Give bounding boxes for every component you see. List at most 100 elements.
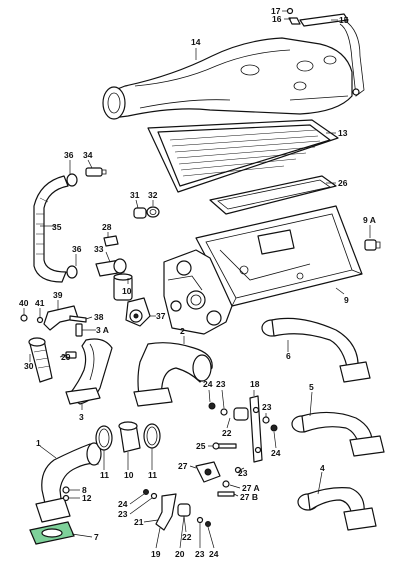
part-33-connector[interactable]: [95, 258, 127, 277]
callout-10-sleeve: 10: [124, 470, 134, 480]
part-39-bracket[interactable]: [43, 305, 79, 331]
part-3a-pin[interactable]: [75, 323, 83, 337]
callout-2: 2: [180, 326, 185, 336]
part-24-nut-lower-right[interactable]: [205, 521, 211, 527]
part-36-hose-clamp-lower[interactable]: [66, 265, 78, 279]
part-37-idle-valve[interactable]: [125, 297, 151, 327]
part-40-screw[interactable]: [20, 314, 28, 322]
part-23-washer-upper[interactable]: [220, 408, 228, 416]
callout-35: 35: [52, 222, 62, 232]
part-14-air-cleaner-upper-housing[interactable]: [102, 37, 353, 120]
part-24-nut-upper[interactable]: [208, 402, 216, 410]
part-6-intake-tube[interactable]: [261, 317, 371, 383]
part-9a-sensor[interactable]: [364, 239, 381, 251]
part-35-breather-hose[interactable]: [33, 175, 69, 283]
part-22-rubber-mount-lower[interactable]: [177, 503, 191, 517]
part-23-washer-lower-left[interactable]: [150, 492, 158, 500]
callout-41: 41: [35, 298, 45, 308]
part-13-filter-element[interactable]: [147, 119, 339, 193]
callout-1: 1: [36, 438, 41, 448]
callout-16: 16: [272, 14, 282, 24]
part-26-gasket[interactable]: [209, 175, 337, 215]
callout-29: 29: [61, 352, 71, 362]
callout-9a: 9 A: [363, 215, 376, 225]
part-11-hose-clamp-right[interactable]: [143, 423, 161, 449]
part-22-rubber-mount-upper[interactable]: [233, 407, 249, 421]
part-9-air-cleaner-lower-housing[interactable]: [195, 205, 363, 307]
callout-34: 34: [83, 150, 93, 160]
callout-6: 6: [286, 351, 291, 361]
part-8-screw[interactable]: [62, 486, 70, 494]
callout-13: 13: [338, 128, 348, 138]
part-30-sensor-plug[interactable]: [28, 337, 53, 383]
part-11-hose-clamp-left[interactable]: [95, 425, 113, 451]
part-23-washer-lower-right[interactable]: [196, 516, 204, 524]
part-31-cap[interactable]: [133, 207, 147, 219]
callout-17: 17: [271, 6, 281, 16]
part-1-intake-elbow[interactable]: [35, 442, 102, 523]
callout-10-cylinder: 10: [122, 286, 132, 296]
part-5-intake-tube[interactable]: [291, 411, 385, 457]
part-27b-bolt[interactable]: [217, 491, 235, 497]
callout-27b: 27 B: [240, 492, 258, 502]
callout-28: 28: [102, 222, 112, 232]
callout-25: 25: [196, 441, 206, 451]
part-24-nut-right[interactable]: [270, 424, 278, 432]
callout-8: 8: [82, 485, 87, 495]
part-2-intake-elbow[interactable]: [133, 342, 213, 407]
callout-3: 3: [79, 412, 84, 422]
part-34-nipple[interactable]: [85, 167, 107, 177]
callout-23-sensor: 23: [238, 468, 248, 478]
part-21-bracket[interactable]: [155, 493, 177, 531]
callout-11-left: 11: [100, 470, 109, 480]
part-3-intake-pipe[interactable]: [65, 338, 113, 405]
part-10-rubber-sleeve[interactable]: [118, 421, 141, 453]
callout-27a: 27 A: [242, 483, 260, 493]
part-12-washer[interactable]: [62, 494, 70, 502]
callout-38: 38: [94, 312, 104, 322]
callout-26: 26: [338, 178, 348, 188]
callout-39: 39: [53, 290, 63, 300]
part-7-gasket[interactable]: [29, 521, 75, 545]
part-36-hose-clamp-upper[interactable]: [66, 173, 78, 187]
callout-37: 37: [156, 311, 166, 321]
callout-40: 40: [19, 298, 29, 308]
part-27-temperature-sensor[interactable]: [195, 461, 221, 483]
callout-11-right: 11: [148, 470, 157, 480]
part-25-screw[interactable]: [212, 442, 237, 450]
callout-labels: 17 16 15 14 13 36 34 31 32 26 9 A 35 28 …: [19, 6, 376, 559]
callout-4: 4: [320, 463, 325, 473]
part-17-screw[interactable]: [286, 7, 294, 15]
leader-lines: [23, 10, 371, 549]
part-10-throttle-body[interactable]: [163, 249, 233, 335]
callout-23-upper: 23: [216, 379, 226, 389]
part-38-bolt[interactable]: [69, 315, 87, 323]
part-18-support-bar[interactable]: [249, 395, 263, 463]
part-24-nut-lower-left[interactable]: [143, 489, 149, 495]
callout-23-right: 23: [262, 402, 272, 412]
callout-9: 9: [344, 295, 349, 305]
part-32-grommet[interactable]: [146, 206, 160, 218]
callout-24-upper: 24: [203, 379, 213, 389]
part-4-intake-tube[interactable]: [297, 487, 377, 531]
part-16-clip[interactable]: [288, 17, 301, 25]
callout-31: 31: [130, 190, 140, 200]
callout-12: 12: [82, 493, 92, 503]
callout-19: 19: [151, 549, 161, 559]
callout-24-lower-right: 24: [209, 549, 219, 559]
callout-33: 33: [94, 244, 104, 254]
callout-21: 21: [134, 517, 144, 527]
part-41-washer[interactable]: [36, 316, 44, 324]
part-10-cylinder[interactable]: [113, 273, 133, 301]
callout-23-lower-left: 23: [118, 509, 128, 519]
callout-24-right: 24: [271, 448, 281, 458]
callout-36-upper: 36: [64, 150, 74, 160]
part-27a-washer[interactable]: [222, 480, 230, 488]
callout-32: 32: [148, 190, 158, 200]
callout-20: 20: [175, 549, 185, 559]
part-15-retaining-strap[interactable]: [299, 13, 365, 97]
part-28-fitting[interactable]: [103, 235, 119, 247]
part-23-washer-right[interactable]: [262, 416, 270, 424]
